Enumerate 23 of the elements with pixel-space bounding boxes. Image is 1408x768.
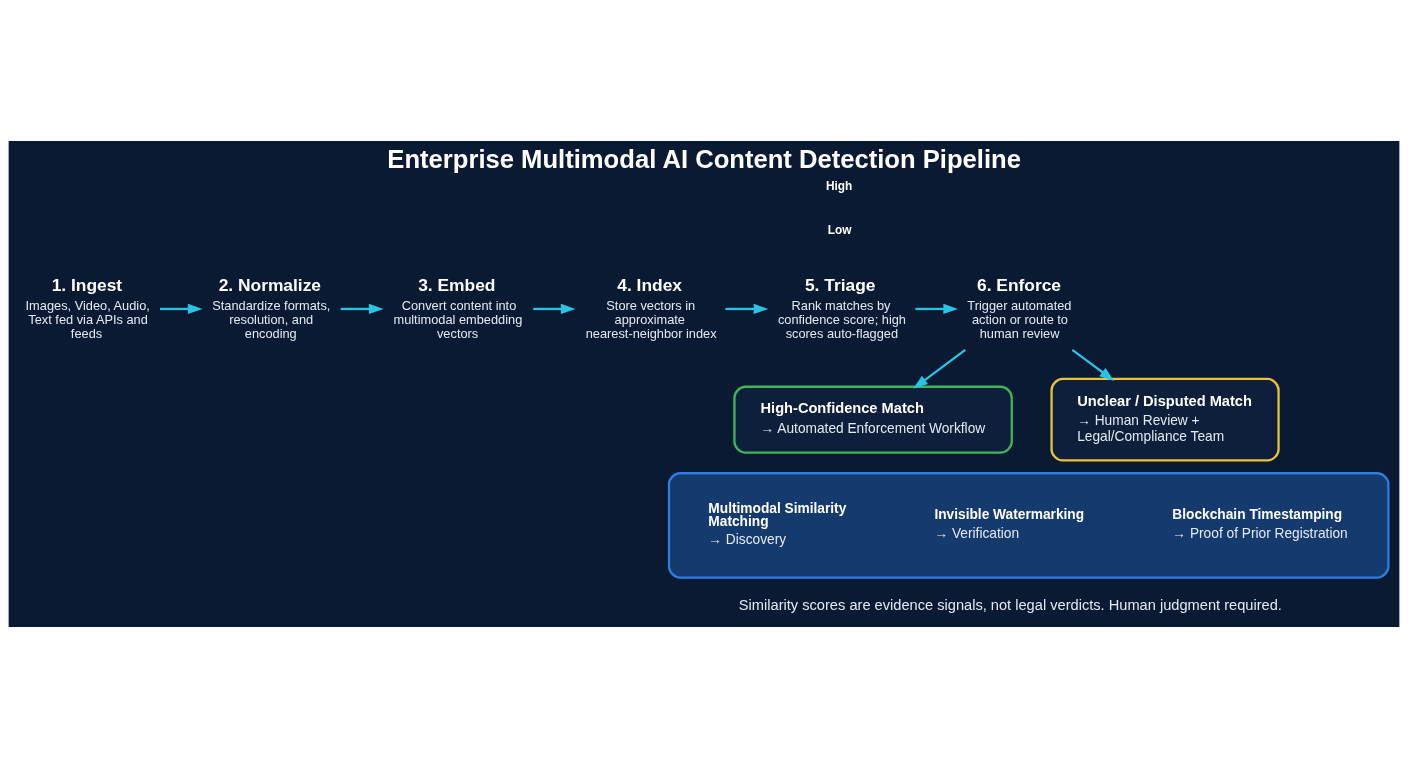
cluster: [667, 472, 1390, 579]
arrow: [725, 303, 769, 315]
node-text: 1. Ingest Images, Video, Audio, Text fed via APIs and feeds: [25, 274, 150, 341]
arrow: [915, 303, 958, 315]
node-box: High-Confidence Match → Automated Enforcement Workflow: [733, 385, 1013, 454]
node-text: 3. Embed Convert content into multimodal embedding vectors: [393, 274, 523, 341]
diagram-title: Enterprise Multimodal AI Content Detection Pipeline: [387, 144, 1021, 173]
node-text: 6. Enforce Trigger automated action or route to human review: [967, 274, 1072, 341]
label: Low: [827, 222, 852, 237]
node-text: 4. Index Store vectors in approximate nearest-neighbor index: [585, 274, 717, 341]
arrow: [913, 348, 966, 389]
node-text: Invisible Watermarking → Verification: [934, 507, 1085, 542]
node-text: 5. Triage Rank matches by confidence score; high scores auto-flagged: [777, 274, 906, 341]
node-box: Unclear / Disputed Match → Human Review + Legal/Compliance Team: [1050, 377, 1280, 462]
arrow: [340, 303, 384, 315]
node-text: Multimodal Similarity Matching → Discovery: [708, 500, 847, 547]
label: High: [825, 178, 853, 193]
arrow: [160, 303, 203, 315]
arrow: [1071, 348, 1115, 381]
arrow: [533, 303, 576, 315]
node-text: Blockchain Timestamping → Proof of Prior Registration: [1172, 507, 1348, 542]
node-text: 2. Normalize Standardize formats, resolution, and encoding: [212, 274, 331, 341]
caption: Similarity scores are evidence signals, not legal verdicts. Human judgment required.: [738, 597, 1282, 614]
